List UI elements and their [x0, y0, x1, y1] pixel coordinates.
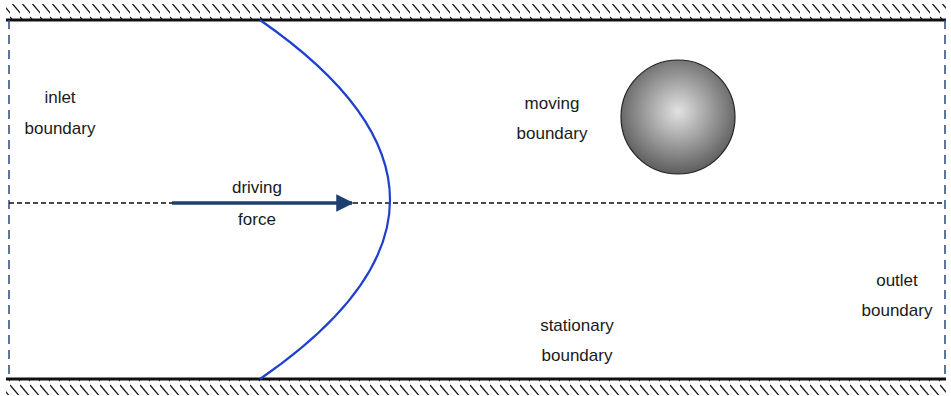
force-arrow [172, 201, 352, 205]
wall-hatching [6, 379, 946, 395]
centerline [9, 202, 945, 204]
velocity-profile [260, 20, 390, 379]
wall-hatching [6, 4, 946, 20]
particle [621, 60, 735, 174]
inlet-dashed-line [8, 20, 10, 379]
top-wall [6, 19, 946, 22]
boundary-label: inlet boundary [14, 82, 106, 144]
boundary-label: driving force [221, 172, 293, 236]
bottom-wall [6, 378, 946, 381]
outlet-dashed-line [944, 20, 946, 379]
boundary-label: stationary boundary [522, 311, 632, 371]
boundary-label: moving boundary [502, 89, 602, 149]
boundary-label: outlet boundary [851, 266, 943, 326]
